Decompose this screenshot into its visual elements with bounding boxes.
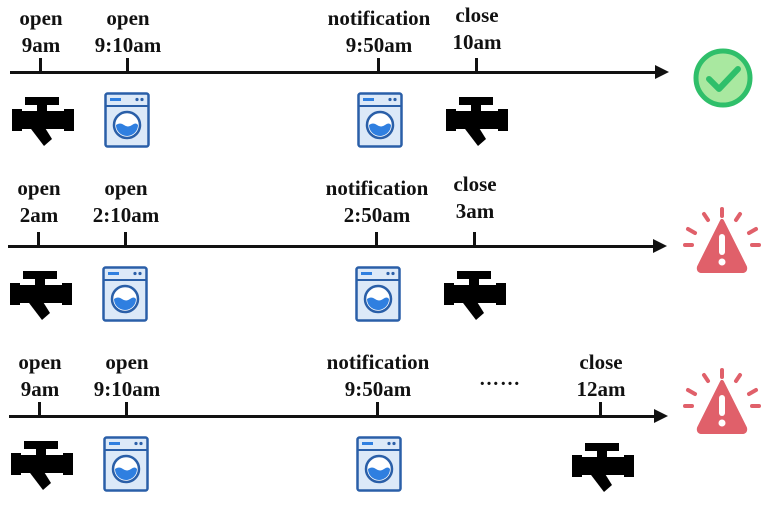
faucet-icon: [572, 443, 634, 492]
event-label-close: close 3am: [453, 171, 496, 225]
washing-machine-icon: [102, 266, 148, 322]
event-label-close: close 10am: [453, 2, 502, 56]
event-label-open-washer: open 9:10am: [95, 5, 162, 59]
timeline-axis: [10, 71, 655, 74]
event-time: 3am: [455, 199, 495, 223]
event-time: 9:50am: [345, 33, 413, 57]
arrow-head: [654, 409, 668, 423]
event-type: open: [17, 176, 61, 200]
tick: [125, 402, 128, 418]
event-label-open-water: open 9am: [19, 5, 62, 59]
warning-icon: [683, 207, 761, 273]
event-type: close: [453, 172, 497, 196]
check-icon: [693, 48, 753, 108]
event-type: close: [579, 350, 623, 374]
faucet-icon: [12, 97, 74, 146]
tick: [37, 232, 40, 248]
warning-icon: [683, 368, 761, 434]
timeline-axis: [9, 415, 654, 418]
tick: [376, 402, 379, 418]
tick: [473, 232, 476, 248]
event-label-close: close 12am: [577, 349, 626, 403]
arrow-head: [653, 239, 667, 253]
event-type: open: [104, 176, 148, 200]
event-time: 2:50am: [343, 203, 411, 227]
timeline-row-3: open 9am open 9:10am notification 9:50am…: [0, 0, 765, 492]
event-time: 12am: [576, 377, 626, 401]
event-type: notification: [325, 176, 429, 200]
event-label-notification: notification 2:50am: [326, 175, 429, 229]
event-type: open: [19, 6, 63, 30]
tick: [124, 232, 127, 248]
event-type: notification: [327, 6, 431, 30]
ellipsis: ……: [479, 368, 521, 390]
event-label-open-water: open 2am: [17, 175, 60, 229]
event-time: 2am: [19, 203, 59, 227]
event-time: 9am: [20, 377, 60, 401]
washing-machine-icon: [103, 436, 149, 492]
faucet-icon: [11, 441, 73, 490]
washing-machine-icon: [104, 92, 150, 148]
event-type: open: [106, 6, 150, 30]
event-time: 2:10am: [92, 203, 160, 227]
tick: [375, 232, 378, 248]
tick: [38, 402, 41, 418]
event-type: open: [18, 350, 62, 374]
timeline-axis: [8, 245, 653, 248]
tick: [377, 58, 380, 74]
tick: [39, 58, 42, 74]
event-time: 9:10am: [93, 377, 161, 401]
event-label-open-washer: open 2:10am: [93, 175, 160, 229]
timeline-row-2: open 2am open 2:10am notification 2:50am…: [0, 0, 765, 322]
event-time: 9am: [21, 33, 61, 57]
faucet-icon: [446, 97, 508, 146]
tick: [475, 58, 478, 74]
event-label-open-washer: open 9:10am: [94, 349, 161, 403]
arrow-head: [655, 65, 669, 79]
washing-machine-icon: [355, 266, 401, 322]
event-time: 9:50am: [344, 377, 412, 401]
event-type: notification: [326, 350, 430, 374]
event-label-notification: notification 9:50am: [328, 5, 431, 59]
event-time: 10am: [452, 30, 502, 54]
faucet-icon: [10, 271, 72, 320]
washing-machine-icon: [357, 92, 403, 148]
event-time: 9:10am: [94, 33, 162, 57]
event-label-notification: notification 9:50am: [327, 349, 430, 403]
timeline-row-1: open 9am open 9:10am notification 9:50am…: [0, 0, 765, 170]
event-label-open-water: open 9am: [18, 349, 61, 403]
tick: [126, 58, 129, 74]
event-type: open: [105, 350, 149, 374]
tick: [599, 402, 602, 418]
event-type: close: [455, 3, 499, 27]
washing-machine-icon: [356, 436, 402, 492]
faucet-icon: [444, 271, 506, 320]
